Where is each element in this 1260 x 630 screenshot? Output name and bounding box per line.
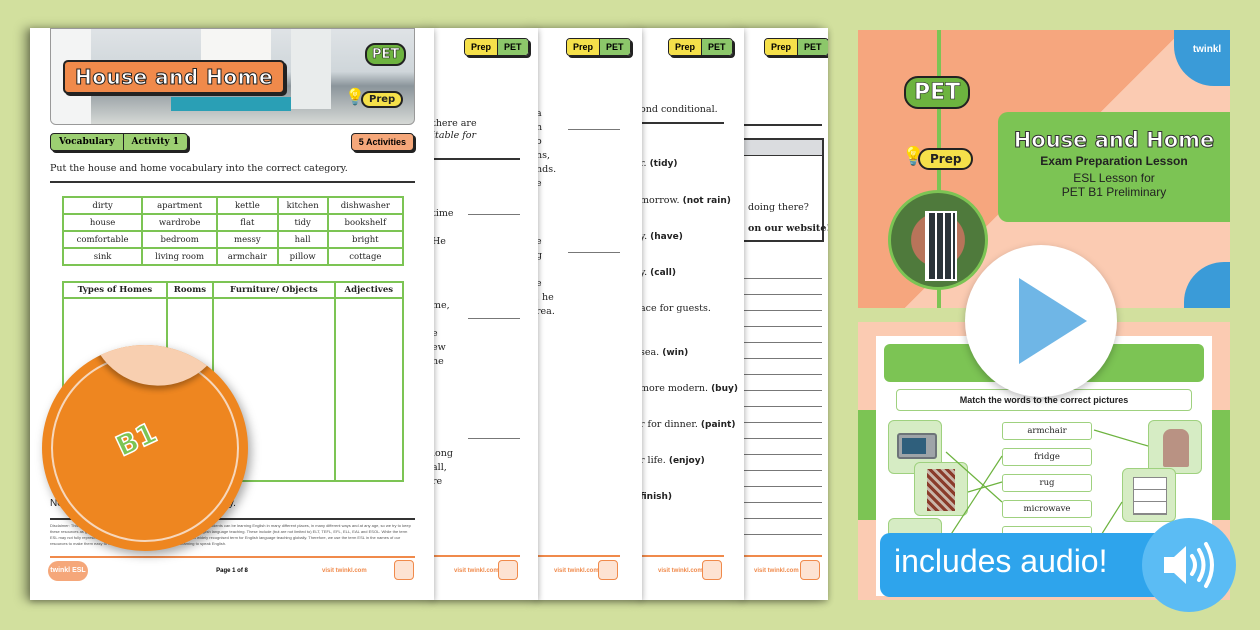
worksheet-page-3: Prep PET a n o ns, nds. e e g e , he rea… xyxy=(536,28,642,600)
picture-drawers[interactable] xyxy=(1122,468,1176,522)
vocab-cell: bookshelf xyxy=(326,213,405,232)
word-rug[interactable]: rug xyxy=(1002,474,1092,492)
word-fridge[interactable]: fridge xyxy=(1002,448,1092,466)
instruction-text: Put the house and home vocabulary into t… xyxy=(50,163,348,174)
prep-pet-tag: Prep PET xyxy=(566,38,631,56)
cover-subtitle: Exam Preparation Lesson xyxy=(1040,154,1188,168)
worksheet-page-4: Prep PET ond conditional. r. (tidy) morr… xyxy=(640,28,744,600)
twinkl-logo-icon xyxy=(394,560,414,580)
vocab-cell: bedroom xyxy=(141,230,219,249)
vocab-cell: hall xyxy=(276,230,329,249)
lightbulb-icon: 💡 xyxy=(345,89,365,106)
vocab-cell: sink xyxy=(61,247,144,266)
vocab-cell: house xyxy=(61,213,144,232)
vocab-cell: living room xyxy=(141,247,219,266)
visit-link[interactable]: visit twinkl.com xyxy=(658,568,703,574)
category-header: Furniture/ Objects xyxy=(212,281,336,299)
vocab-cell: messy xyxy=(216,230,279,249)
picture-rug[interactable] xyxy=(914,462,968,516)
cover-title-box: House and Home Exam Preparation Lesson E… xyxy=(998,112,1230,222)
prep-pet-tag: Prep PET xyxy=(764,38,828,56)
worksheet-title: House and Home xyxy=(63,60,286,94)
worksheet-page-2: Prep PET there are itable for time He me… xyxy=(432,28,538,600)
divider xyxy=(50,181,415,183)
twinkl-badge-icon xyxy=(1184,262,1230,308)
kitchen-photo: House and Home PET 💡 Prep xyxy=(50,28,415,125)
speaker-icon xyxy=(1164,542,1214,588)
info-box: doing there? on our website! xyxy=(742,138,828,242)
twinkl-logo: twinkl xyxy=(1174,30,1230,86)
category-header: Adjectives xyxy=(333,281,405,299)
vocab-cell: apartment xyxy=(141,196,219,215)
drawers-icon xyxy=(1133,477,1167,515)
worksheet-page-1: House and Home PET 💡 Prep Vocabulary Act… xyxy=(30,28,434,600)
category-header: Rooms xyxy=(165,281,215,299)
audio-label: includes audio! xyxy=(894,543,1108,579)
vocab-cell: tidy xyxy=(276,213,329,232)
tab-activity-1: Activity 1 xyxy=(131,137,180,147)
activities-count-badge: 5 Activities xyxy=(350,133,414,151)
audio-button[interactable] xyxy=(1142,518,1236,612)
play-icon xyxy=(1019,278,1087,364)
twinkl-logo-icon xyxy=(598,560,618,580)
vocab-cell: dirty xyxy=(61,196,144,215)
rug-icon xyxy=(927,469,955,511)
picture-armchair[interactable] xyxy=(1148,420,1202,474)
twinkl-logo-icon xyxy=(800,560,820,580)
pet-badge: PET xyxy=(904,76,971,109)
vocab-cell: wardrobe xyxy=(141,213,219,232)
visit-link[interactable]: visit twinkl.com xyxy=(554,568,599,574)
vocab-cell: flat xyxy=(216,213,279,232)
vocab-cell: comfortable xyxy=(61,230,144,249)
prep-badge: Prep xyxy=(918,148,974,170)
pet-badge: PET xyxy=(365,43,407,66)
match-lines xyxy=(945,429,1149,543)
door-photo xyxy=(888,190,988,290)
visit-link[interactable]: visit twinkl.com xyxy=(322,568,367,574)
vocab-cell: kettle xyxy=(216,196,279,215)
activity-tabs: Vocabulary Activity 1 xyxy=(50,133,189,151)
vocab-cell: bright xyxy=(326,230,405,249)
vocab-cell: kitchen xyxy=(276,196,329,215)
level-sticker: B1 xyxy=(42,345,248,551)
visit-link[interactable]: visit twinkl.com xyxy=(754,568,799,574)
twinkl-esl-logo: twinkl ESL xyxy=(48,561,88,581)
word-armchair[interactable]: armchair xyxy=(1002,422,1092,440)
vocab-cell: dishwasher xyxy=(326,196,405,215)
vocab-cell: pillow xyxy=(276,247,329,266)
visit-link[interactable]: visit twinkl.com xyxy=(454,568,499,574)
vocab-cell: armchair xyxy=(216,247,279,266)
word-microwave[interactable]: microwave xyxy=(1002,500,1092,518)
divider xyxy=(742,124,822,126)
page-number: Page 1 of 8 xyxy=(216,568,248,574)
vocab-cell: cottage xyxy=(326,247,405,266)
twinkl-logo-icon xyxy=(702,560,722,580)
prep-pet-tag: Prep PET xyxy=(668,38,733,56)
cover-title: House and Home xyxy=(1013,128,1215,153)
microwave-icon xyxy=(897,433,937,459)
twinkl-logo-icon xyxy=(498,560,518,580)
tab-vocabulary: Vocabulary xyxy=(51,134,124,150)
category-header: Types of Homes xyxy=(62,281,168,299)
worksheet-page-5: Prep PET doing there? on our website! vi… xyxy=(742,28,828,600)
armchair-icon xyxy=(1163,429,1189,467)
play-button[interactable] xyxy=(965,245,1117,397)
prep-badge: Prep xyxy=(361,91,404,108)
prep-pet-tag: Prep PET xyxy=(464,38,529,56)
